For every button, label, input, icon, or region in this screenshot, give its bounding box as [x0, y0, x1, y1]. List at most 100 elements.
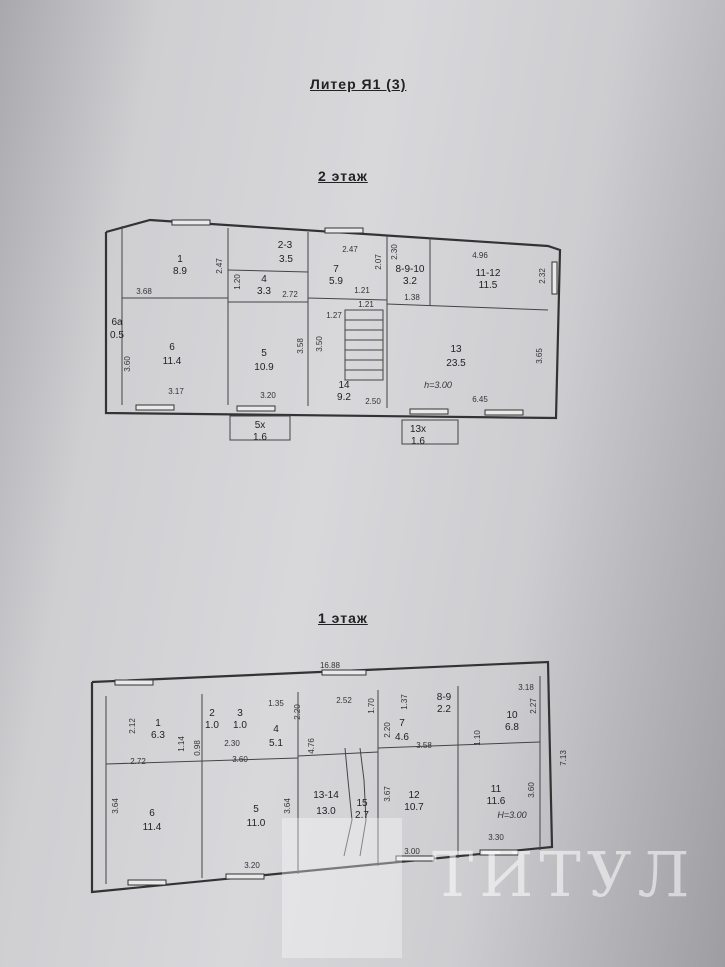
f2-room-7-id: 7	[333, 264, 339, 275]
f2-dim: 3.58	[296, 338, 305, 354]
f1-dim: 3.67	[383, 786, 392, 802]
f1-dim: 1.37	[400, 694, 409, 710]
f1-dim: 2.20	[293, 704, 302, 720]
f1-room-8-9-area: 2.2	[437, 704, 451, 715]
floor2-title: 2 этаж	[318, 168, 368, 184]
f1-dim: 2.27	[529, 698, 538, 714]
f1-room-13-14-id: 13-14	[313, 790, 339, 801]
f1-height-label: H=3.00	[497, 810, 526, 820]
f2-dim: 2.47	[215, 258, 224, 274]
f1-room-8-9-id: 8-9	[437, 692, 452, 703]
f1-dim: 0.98	[193, 740, 202, 756]
f2-room-5-id: 5	[261, 348, 267, 359]
f2-dim: 2.32	[538, 268, 547, 284]
f2-room-1-area: 8.9	[173, 266, 187, 277]
f2-dim: 3.20	[260, 391, 276, 400]
f1-room-4-id: 4	[273, 724, 279, 735]
f2-dim: 3.50	[315, 336, 324, 352]
f2-height-label: h=3.00	[424, 380, 452, 390]
f2-dim: 1.21	[358, 300, 374, 309]
f2-dim: 1.20	[233, 274, 242, 290]
f2-room-6-area: 11.4	[163, 356, 182, 367]
f1-room-11-id: 11	[491, 784, 502, 795]
f1-dim: 1.10	[473, 730, 482, 746]
f1-room-12-area: 10.7	[404, 802, 424, 813]
floor1-title: 1 этаж	[318, 610, 368, 626]
floor2-stairs	[344, 309, 384, 381]
f2-balcony-5x-id: 5х	[255, 420, 266, 431]
f2-dim: 2.30	[390, 244, 399, 260]
f2-dim: 3.68	[136, 287, 152, 296]
f2-room-2-3-id: 2-3	[278, 240, 293, 251]
document-title: Литер Я1 (3)	[310, 76, 407, 92]
f2-dim: 3.17	[168, 387, 184, 396]
f1-room-7-area: 4.6	[395, 732, 409, 743]
f1-dim: 2.52	[336, 696, 352, 705]
f2-dim: 4.96	[472, 251, 488, 260]
f2-dim: 2.72	[282, 290, 298, 299]
f2-balcony-13x-id: 13х	[410, 424, 426, 435]
f2-room-11-12-id: 11-12	[476, 268, 501, 279]
f1-dim: 3.18	[518, 683, 534, 692]
f1-dim: 3.20	[244, 861, 260, 870]
f1-room-1-id: 1	[155, 718, 161, 729]
f2-room-6a-area: 0.5	[110, 330, 124, 341]
floor1-stairs	[343, 747, 367, 857]
f2-room-6a-id: 6а	[111, 317, 123, 328]
f1-room-6-id: 6	[149, 808, 155, 819]
f1-room-5-area: 11.0	[247, 818, 266, 829]
f2-balcony-5x-area: 1.6	[253, 432, 267, 443]
f2-dim: 3.60	[123, 356, 132, 372]
f2-room-2-3-area: 3.5	[279, 254, 293, 265]
f1-room-2-area: 1.0	[205, 720, 219, 731]
f1-room-3-id: 3	[237, 708, 243, 719]
f2-balcony-13x-area: 1.6	[411, 436, 425, 447]
f1-room-15-area: 2.7	[355, 810, 369, 821]
f1-dim: 2.72	[130, 757, 146, 766]
watermark-logo-icon	[282, 818, 402, 958]
f1-room-12-id: 12	[408, 790, 420, 801]
f1-dim: 1.14	[177, 736, 186, 752]
f2-room-1-id: 1	[177, 254, 183, 265]
f2-room-4-area: 3.3	[257, 286, 271, 297]
f1-dim: 3.64	[111, 798, 120, 814]
f2-room-6-id: 6	[169, 342, 175, 353]
f1-room-7-id: 7	[399, 718, 405, 729]
f1-dim: 2.20	[383, 722, 392, 738]
f1-room-1-area: 6.3	[151, 730, 165, 741]
f1-room-10-area: 6.8	[505, 722, 519, 733]
f2-room-13-id: 13	[450, 344, 462, 355]
watermark-text: ТИТУЛ	[432, 838, 696, 911]
f1-dim: 1.35	[268, 699, 284, 708]
f2-dim: 1.21	[354, 286, 370, 295]
f2-room-5-area: 10.9	[254, 362, 274, 373]
f1-room-6-area: 11.4	[143, 822, 162, 833]
f2-room-14-id: 14	[338, 380, 350, 391]
f1-dim: 7.13	[559, 750, 568, 766]
f2-room-14-area: 9.2	[337, 392, 351, 403]
f1-room-13-14-area: 13.0	[316, 806, 336, 817]
f1-dim: 16.88	[320, 661, 341, 670]
f1-dim: 3.00	[404, 847, 420, 856]
f2-dim: 2.07	[374, 254, 383, 270]
f2-room-4-id: 4	[261, 274, 267, 285]
f2-dim: 1.38	[404, 293, 420, 302]
f2-room-8-9-10-id: 8-9-10	[396, 264, 425, 275]
f1-room-3-area: 1.0	[233, 720, 247, 731]
f1-room-15-id: 15	[356, 798, 368, 809]
f2-dim: 2.47	[342, 245, 358, 254]
f1-room-5-id: 5	[253, 804, 259, 815]
f2-room-13-area: 23.5	[446, 358, 466, 369]
f1-dim: 2.12	[128, 718, 137, 734]
f1-dim: 3.30	[488, 833, 504, 842]
f1-room-11-area: 11.6	[487, 796, 506, 807]
f1-dim: 3.64	[283, 798, 292, 814]
f1-room-4-area: 5.1	[269, 738, 283, 749]
f1-dim: 3.60	[232, 755, 248, 764]
f2-dim: 6.45	[472, 395, 488, 404]
f2-room-11-12-area: 11.5	[479, 280, 498, 291]
f1-dim: 1.70	[367, 698, 376, 714]
